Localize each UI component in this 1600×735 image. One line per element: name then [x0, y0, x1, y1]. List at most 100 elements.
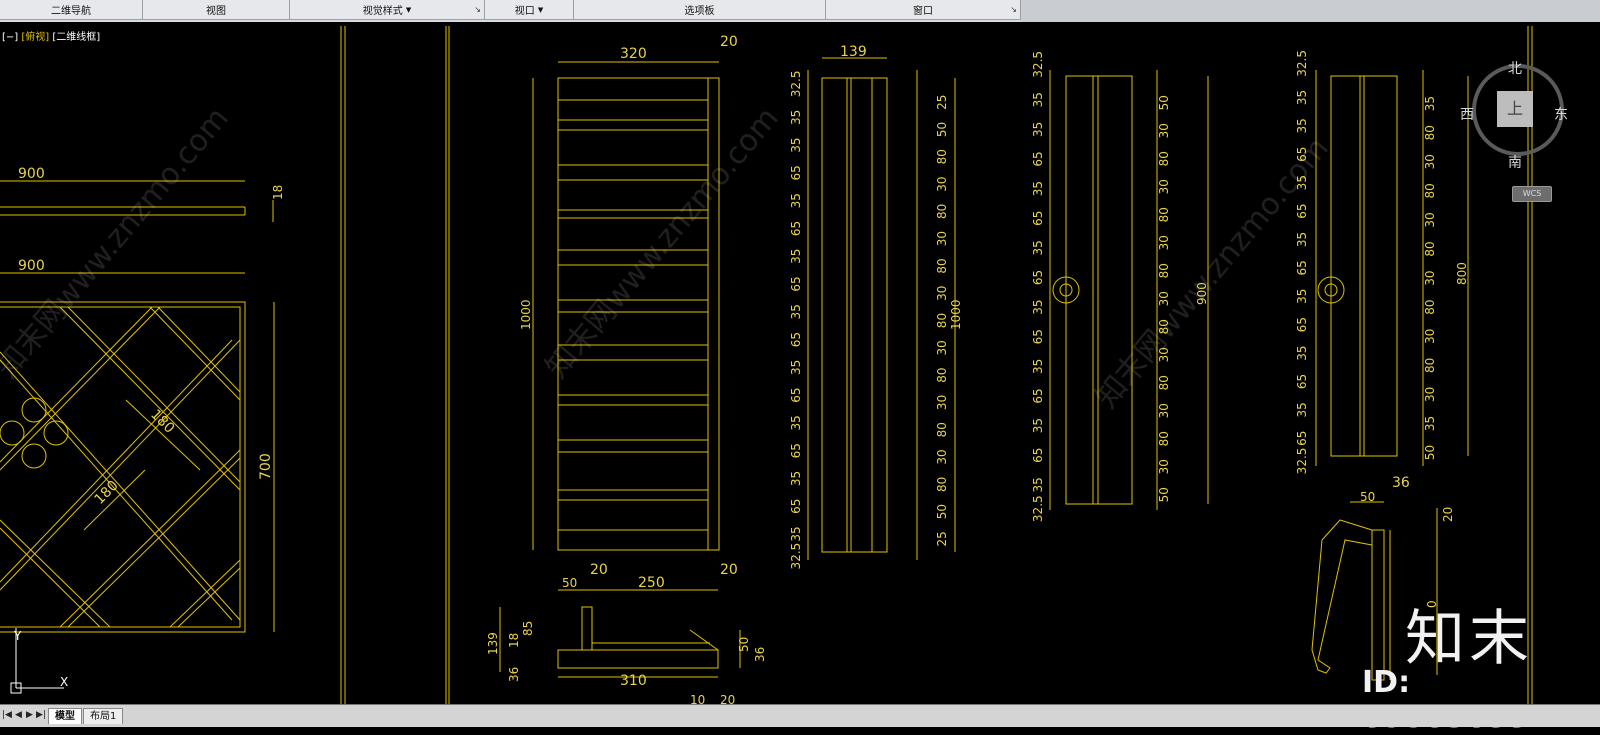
tab-layout1[interactable]: 布局1: [83, 708, 124, 724]
panel-launcher-icon[interactable]: ↘: [474, 5, 481, 14]
visual-style-control[interactable]: [二维线框]: [52, 32, 101, 43]
dim-text: 65: [789, 221, 803, 236]
dim-text: 80: [1157, 151, 1171, 166]
dim-text: 10: [690, 693, 705, 704]
bottle-circle: [43, 420, 69, 446]
ribbon-group-label: 二维导航: [51, 6, 91, 17]
dim-text: 35: [1295, 175, 1309, 190]
ribbon-panel-bar: 二维导航 视图 视觉样式 ▼↘ 视口 ▼ 选项板 窗口↘: [0, 0, 1600, 23]
next-tab-icon[interactable]: ▶: [26, 710, 33, 720]
ribbon-group-label: 窗口: [913, 6, 933, 17]
dim-text: 50: [1423, 445, 1437, 460]
view-control[interactable]: [俯视]: [21, 32, 50, 43]
dim-text: 900: [1195, 282, 1209, 305]
dim-text: 65: [1295, 260, 1309, 275]
dim-text: 20: [720, 34, 738, 50]
tab-model[interactable]: 模型: [48, 708, 82, 724]
dim-text: 20: [1441, 507, 1455, 522]
dim-text: 250: [638, 575, 665, 591]
compass-north[interactable]: 北: [1508, 61, 1522, 77]
dim-text: 30: [935, 231, 949, 246]
viewcube-ring[interactable]: [1472, 64, 1564, 156]
dim-text: 65: [789, 332, 803, 347]
rack-lattice: [0, 527, 101, 628]
dim-text: 30: [1157, 459, 1171, 474]
dim-text: 65: [1031, 448, 1045, 463]
dim-text: 35: [1031, 122, 1045, 137]
last-tab-icon[interactable]: ▶|: [36, 710, 46, 720]
bracket-close: ]: [14, 32, 19, 43]
bottle-circle: [21, 397, 47, 423]
ribbon-group-2d-navigation[interactable]: 二维导航: [0, 0, 143, 20]
prev-tab-icon[interactable]: ◀: [15, 710, 22, 720]
dim-text: 30: [1423, 329, 1437, 344]
dimension-text: 900 18 900 180 180 700 320 20 1000 50 20…: [18, 34, 1469, 707]
drawing-canvas[interactable]: 900 18 900 180 180 700 320 20 1000 50 20…: [0, 22, 1600, 707]
viewport-menu-control[interactable]: −: [5, 32, 15, 43]
dim-text: 35: [789, 249, 803, 264]
bottle-outline: [1311, 519, 1373, 674]
dim-text: 30: [935, 286, 949, 301]
rack-lattice: [67, 457, 241, 628]
dim-text: 65: [1295, 203, 1309, 218]
ribbon-group-viewports[interactable]: 视口 ▼: [485, 0, 574, 20]
dim-text: 65: [789, 165, 803, 180]
viewport-controls-bracket[interactable]: [−]: [2, 32, 18, 43]
first-tab-icon[interactable]: |◀: [2, 710, 12, 720]
dim-text: 35: [789, 360, 803, 375]
dim-text: 35: [789, 526, 803, 541]
cad-drawing[interactable]: 900 18 900 180 180 700 320 20 1000 50 20…: [0, 22, 1600, 707]
ribbon-group-window[interactable]: 窗口 ↘: [826, 0, 1021, 20]
dim-text: 139: [840, 44, 867, 60]
rack-lattice: [59, 449, 241, 628]
dimension-stacks: 32.5 35 35 65 35 65 35 65 35 65 35 65 35 65 35 65 35 32.5…: [789, 50, 1437, 569]
diagonal-watermarks: 知末网www.znzmo.com 知末网www.znzmo.com 知末网www…: [0, 101, 1336, 415]
dim-text: 30: [935, 395, 949, 410]
dim-text: 35: [1031, 92, 1045, 107]
chevron-down-icon[interactable]: ▼: [405, 5, 412, 14]
compass-east[interactable]: 东: [1554, 107, 1568, 123]
dim-text: 25: [935, 531, 949, 546]
compass-west[interactable]: 西: [1460, 107, 1474, 123]
dim-text: 35: [1031, 240, 1045, 255]
dim-text: 35: [1295, 402, 1309, 417]
ribbon-group-label: 视图: [206, 6, 226, 17]
dim-text: 35: [789, 471, 803, 486]
ribbon-group-palettes[interactable]: 选项板: [574, 0, 826, 20]
dim-text: 30: [1423, 154, 1437, 169]
dim-text: 80: [1157, 207, 1171, 222]
dim-text: 80: [1423, 300, 1437, 315]
compass-south[interactable]: 南: [1508, 155, 1522, 171]
viewcube[interactable]: 上 北 南 东 西: [1460, 54, 1574, 171]
dim-text: 32.5: [1295, 50, 1309, 77]
dim-text: 80: [935, 313, 949, 328]
rack-lattice: [67, 306, 241, 483]
dim-text: 32.5: [789, 543, 803, 570]
side-post: [1371, 529, 1385, 681]
dim-text: 35: [1423, 416, 1437, 431]
rack-lattice: [0, 306, 153, 463]
wine-rack-frame: [0, 306, 241, 628]
bottle-circle: [21, 443, 47, 469]
dim-text: 900: [18, 166, 45, 182]
dim-text: 80: [935, 149, 949, 164]
chevron-down-icon[interactable]: ▼: [537, 5, 544, 14]
dim-text: 65: [1295, 374, 1309, 389]
brand-watermark-logo: 知末: [1405, 604, 1533, 674]
diagonal-watermark: 知末网www.znzmo.com: [539, 101, 785, 385]
ribbon-group-view[interactable]: 视图: [143, 0, 290, 20]
dim-text: 30: [1157, 347, 1171, 362]
dim-text: 1000: [949, 299, 963, 330]
plan-board: [557, 649, 719, 669]
panel-launcher-icon[interactable]: ↘: [1010, 5, 1017, 14]
dim-text: 80: [1423, 241, 1437, 256]
dim-text: 65: [1295, 147, 1309, 162]
viewcube-face-top[interactable]: 上: [1497, 91, 1533, 127]
dim-text: 20: [720, 693, 735, 704]
dim-text: 80: [1157, 375, 1171, 390]
ribbon-group-visual-styles[interactable]: 视觉样式 ▼↘: [290, 0, 485, 20]
ucs-origin-box: [10, 682, 22, 694]
dim-text: 65: [1031, 388, 1045, 403]
wcs-menu-button[interactable]: WCS: [1512, 186, 1552, 202]
dim-text: 30: [1423, 387, 1437, 402]
